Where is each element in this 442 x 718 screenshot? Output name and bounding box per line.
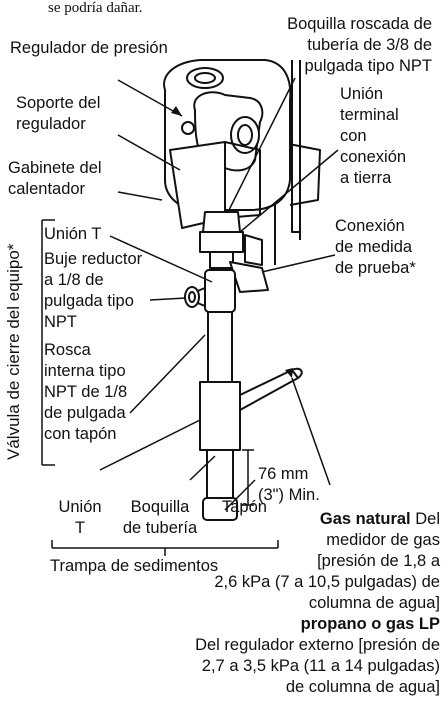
cap bbox=[202, 497, 238, 521]
internal-thread-label: Rosca interna tipo NPT de 1/8 de pulgada… bbox=[44, 341, 128, 443]
npt-label: NPT bbox=[44, 313, 77, 331]
nipple-label: Boquilla roscada de tubería de 3/8 de pu… bbox=[287, 15, 432, 75]
test-connection-label: Conexión de medida de prueba* bbox=[335, 217, 416, 277]
cap-label: Tapón bbox=[222, 498, 267, 516]
gas-supply-pipe bbox=[239, 369, 299, 411]
natural-gas-heading: Gas natural Del bbox=[178, 509, 440, 530]
test-connection bbox=[229, 261, 269, 293]
ground-union bbox=[202, 211, 241, 233]
pressure-regulator-label: Regulador de presión bbox=[10, 39, 168, 57]
top-note: se podría dañar. bbox=[48, 0, 143, 16]
union-t-label: Unión T bbox=[58, 498, 102, 537]
lp-gas-title: propano o gas LP bbox=[300, 615, 440, 633]
ground-union-label: Unión terminal con conexión a tierra bbox=[340, 85, 407, 187]
natural-gas-text-1: Del bbox=[410, 510, 440, 528]
shutoff-valve-label: Válvula de cierre del equipo* bbox=[4, 243, 23, 460]
lp-gas-text: Del regulador externo [presión de 2,7 a … bbox=[195, 636, 440, 696]
heater-cabinet-label: Gabinete del calentador bbox=[8, 159, 102, 198]
pipe-nipple-label: Boquilla de tubería bbox=[122, 498, 198, 537]
natural-gas-title: Gas natural bbox=[319, 510, 411, 528]
tee-union-label: Unión T bbox=[44, 225, 102, 243]
natural-gas-text: medidor de gas [presión de 1,8 a 2,6 kPa… bbox=[214, 531, 440, 612]
sediment-tee bbox=[199, 381, 241, 451]
regulator-bracket-label: Soporte del regulador bbox=[16, 94, 101, 133]
reducer-bushing-label: Buje reductor a 1/8 de pulgada tipo bbox=[44, 250, 143, 310]
sediment-trap-label: Trampa de sedimentos bbox=[50, 557, 219, 575]
min-length-label: 76 mm (3") Min. bbox=[258, 465, 320, 504]
